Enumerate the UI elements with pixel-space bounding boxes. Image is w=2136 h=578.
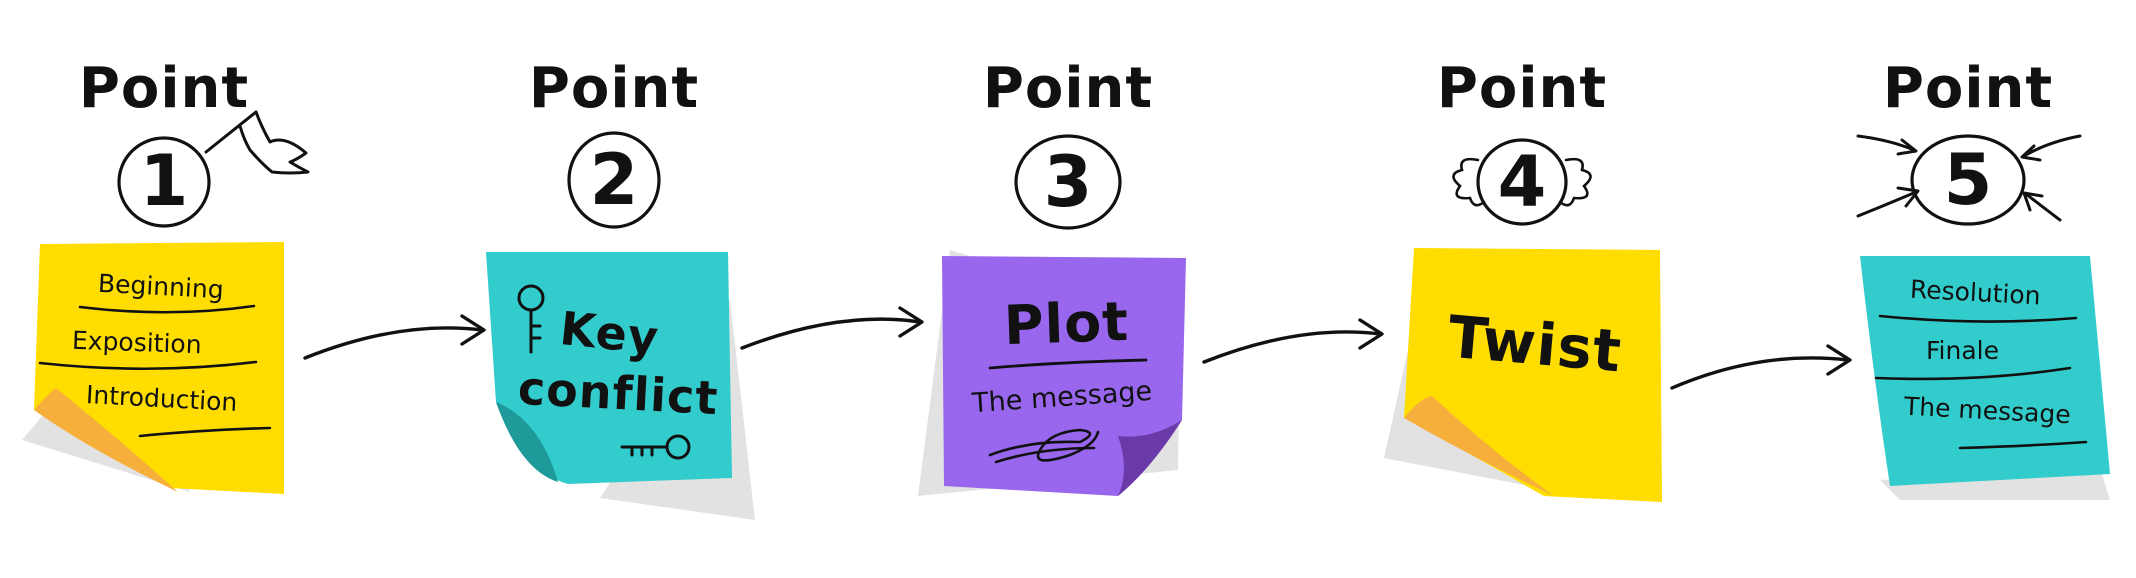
sticky-note-3	[918, 250, 1186, 496]
circle-2	[567, 131, 661, 229]
step-2-heading: Point	[528, 56, 700, 121]
step-4-number: 4	[1497, 141, 1547, 223]
note-2-fold	[496, 402, 558, 482]
step-1-heading: Point	[78, 56, 250, 121]
flag-icon	[204, 110, 310, 175]
note-2-label-conflict: conflict	[516, 360, 720, 426]
note-4-fold	[1404, 396, 1554, 496]
note-3-underline	[988, 358, 1148, 370]
step-5-heading: Point	[1882, 56, 2054, 121]
step-4-heading: Point	[1436, 56, 1608, 121]
sticky-note-2	[486, 252, 755, 520]
arrow-2-to-3	[740, 306, 924, 350]
step-3-heading: Point	[982, 56, 1154, 121]
connector-arrows	[303, 306, 1852, 390]
twist-swirl-icon	[1452, 157, 1592, 207]
note-5-underlines	[1874, 314, 2088, 450]
step-1-number: 1	[139, 140, 189, 222]
note-1-underlines	[38, 304, 272, 438]
note-1-label-exposition: Exposition	[71, 325, 203, 360]
note-5-label-finale: Finale	[1926, 336, 1999, 365]
note-3-paper	[942, 256, 1186, 496]
note-2-paper	[486, 252, 732, 484]
note-5-paper	[1860, 256, 2110, 486]
circle-4	[1476, 138, 1568, 226]
converging-arrows-icon	[1856, 134, 2082, 222]
step-3-number: 3	[1043, 141, 1093, 223]
sticky-note-5	[1860, 256, 2110, 500]
key-icon	[517, 284, 545, 354]
note-3-fold	[1118, 420, 1182, 496]
arrow-4-to-5	[1670, 344, 1852, 390]
arrow-1-to-2	[303, 314, 486, 360]
circle-5	[1910, 134, 2026, 226]
sticky-note-4	[1384, 248, 1662, 502]
note-1-fold	[34, 388, 178, 492]
step-2-number: 2	[589, 139, 639, 221]
small-key-icon	[620, 434, 691, 460]
flourish-icon	[988, 428, 1100, 464]
note-3-label-plot: Plot	[1002, 289, 1131, 358]
circle-3	[1014, 134, 1122, 230]
number-circles	[117, 131, 2026, 230]
note-2-label-key: Key	[557, 300, 662, 366]
circle-1	[117, 136, 211, 228]
step-5-number: 5	[1943, 139, 1993, 221]
sticky-note-1	[22, 242, 284, 494]
arrow-3-to-4	[1202, 318, 1384, 364]
